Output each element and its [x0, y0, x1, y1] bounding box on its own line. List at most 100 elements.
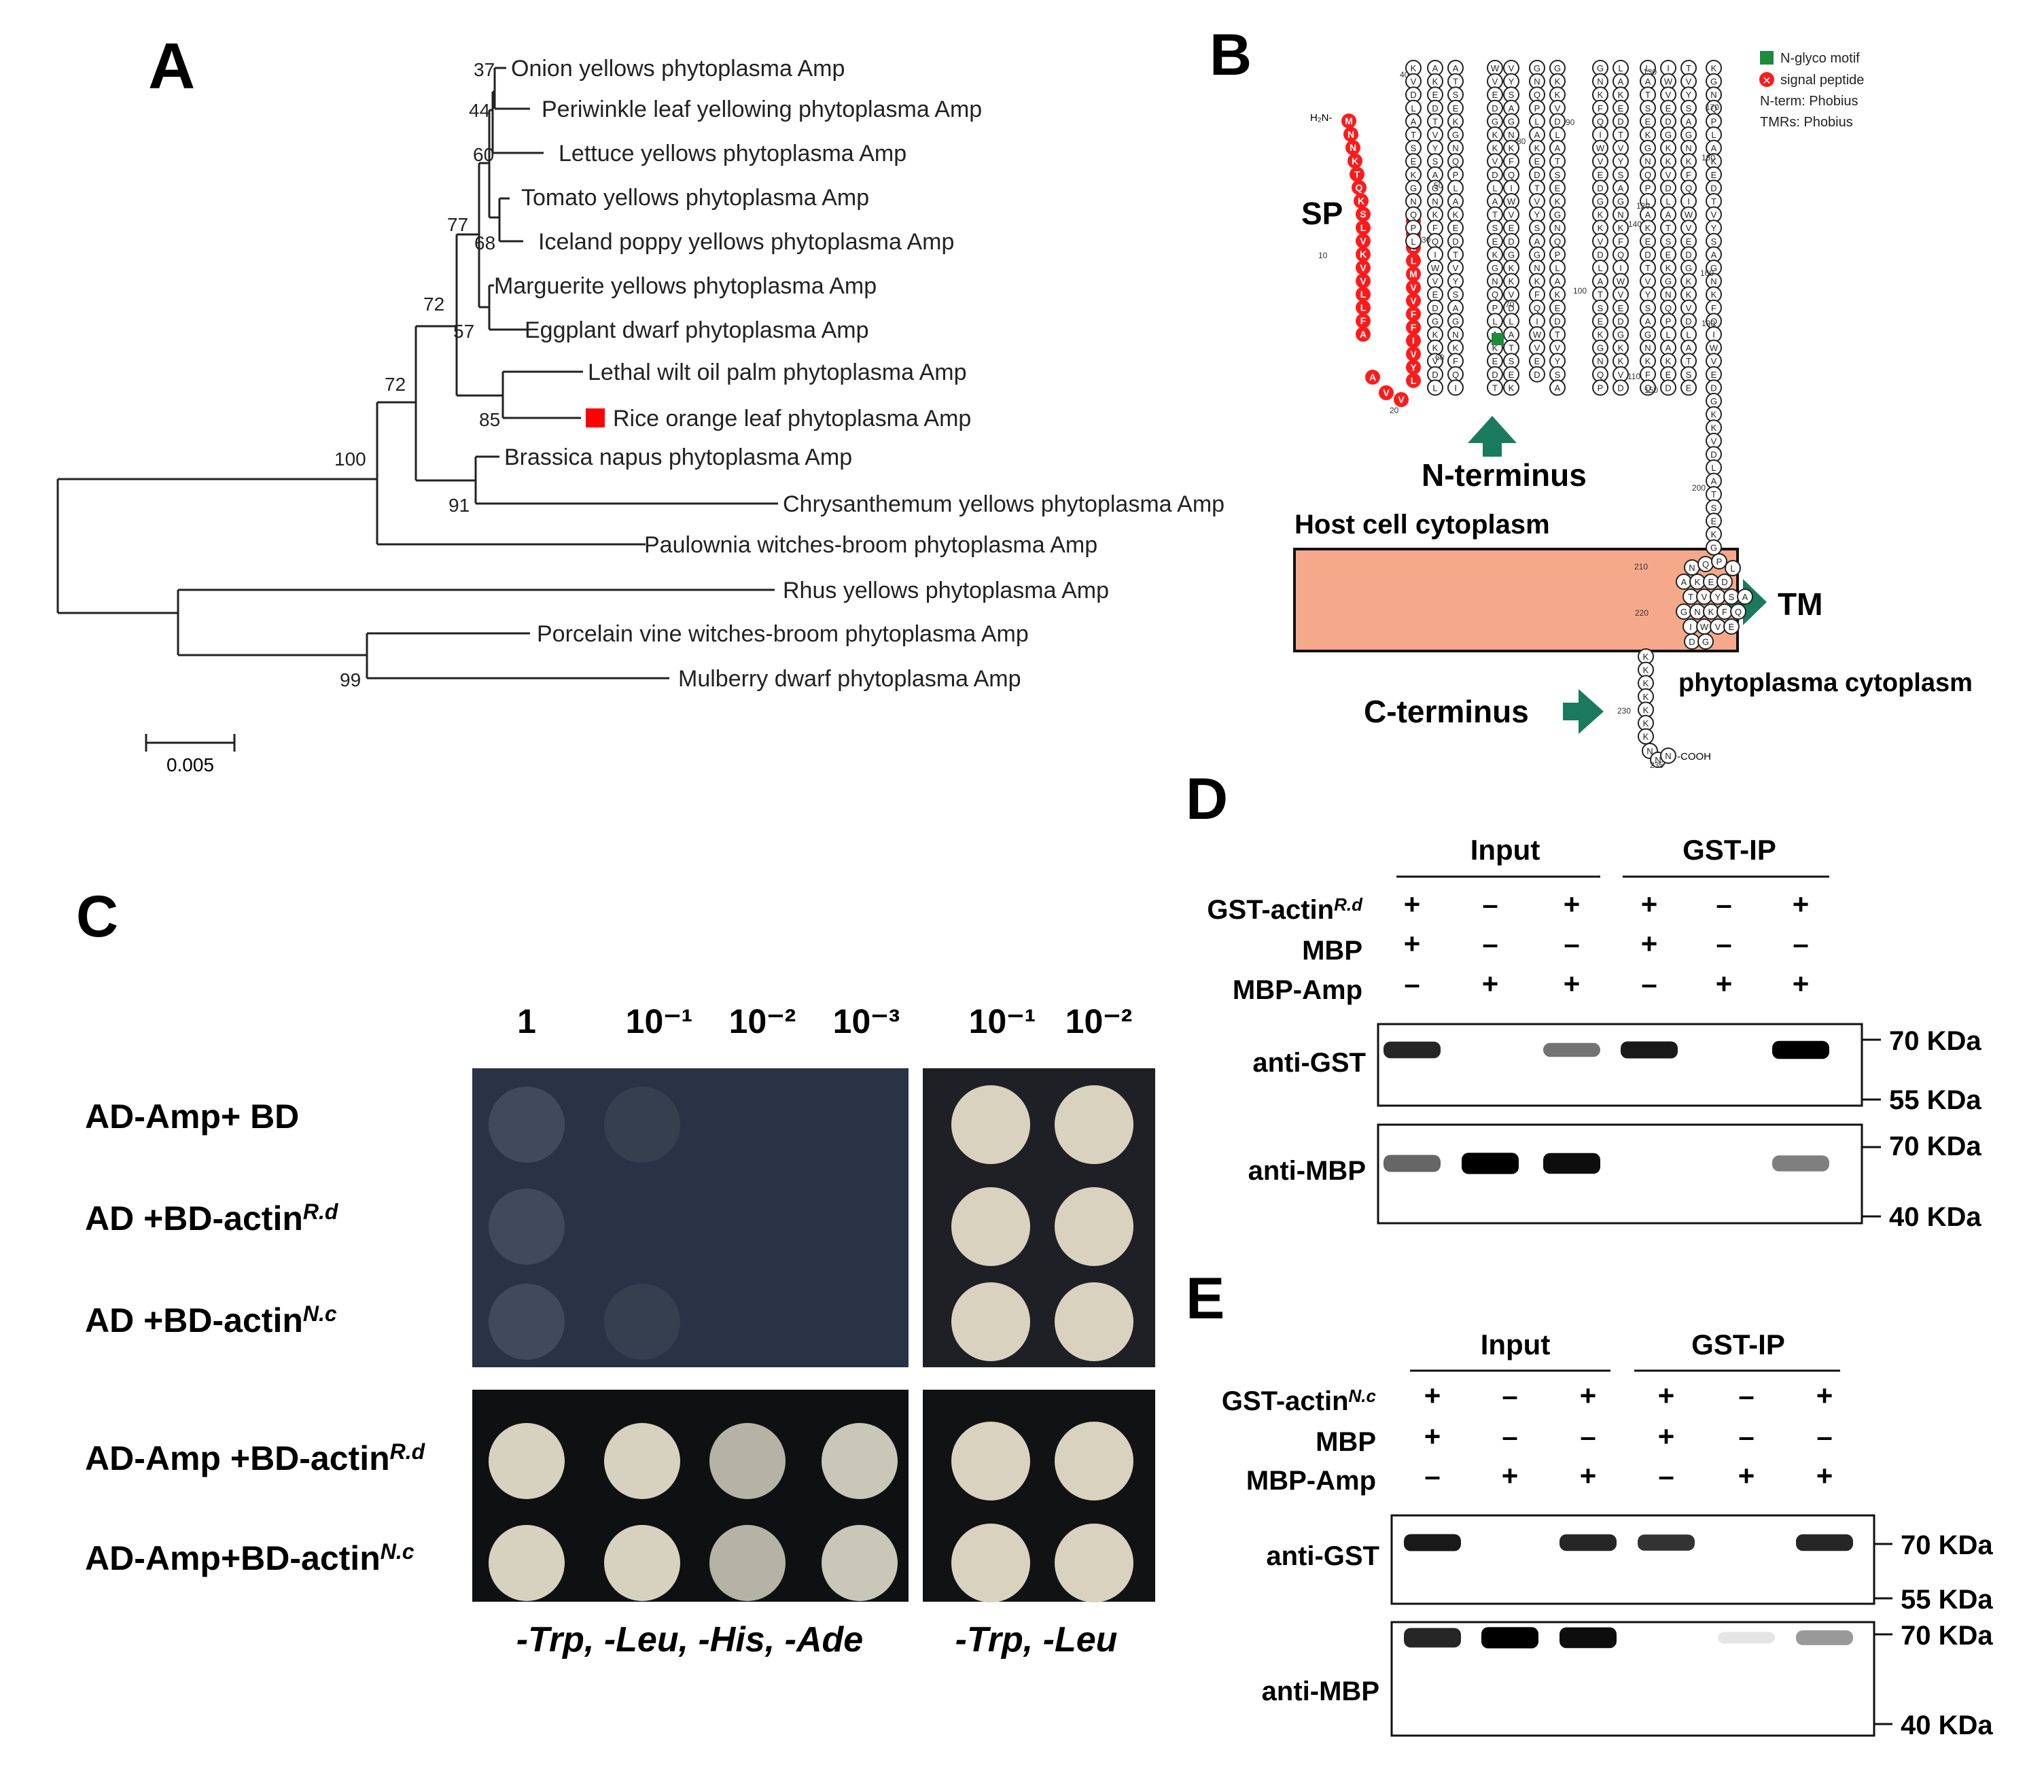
yeast-colony [951, 1085, 1030, 1164]
scale-bar-value: 0.005 [166, 754, 214, 775]
residue-letter: A [1555, 277, 1561, 287]
residue-letter: K [1432, 343, 1439, 353]
dynamic-layer: +–++–++––+–––++–+++–++–++––+–––++–++ [1384, 888, 1853, 1649]
residue-letter: I [1536, 316, 1538, 326]
residue-letter: N [1492, 277, 1498, 287]
residue-letter: K [1358, 196, 1364, 207]
residue-letter: N [1710, 277, 1716, 287]
residue-sp [1356, 220, 1371, 235]
residue [1487, 379, 1503, 396]
yeast-colony [604, 1423, 680, 1499]
yeast-colony [489, 1423, 565, 1499]
residue-letter: W [1533, 330, 1542, 340]
western-band [1543, 1042, 1600, 1057]
dilution-header: 10⁻¹ [626, 1002, 693, 1040]
residue-letter: L [1411, 256, 1417, 266]
residue-letter: F [1411, 322, 1417, 333]
residue-letter: K [1643, 678, 1649, 688]
residue-letter: S [1729, 592, 1735, 602]
residue-letter: A [1686, 116, 1692, 126]
residue-letter: V [1410, 349, 1417, 359]
blot-anti-gst [1390, 1514, 1875, 1605]
size-marker: 70 KDa [1889, 1026, 1981, 1056]
residue-letter: Q [1356, 182, 1363, 193]
residue-letter: G [1685, 263, 1692, 273]
condition-mark: – [1793, 928, 1808, 960]
size-marker: 40 KDa [1901, 1710, 1993, 1740]
residue-letter: K [1643, 692, 1649, 702]
residue-number: 150 [1644, 385, 1658, 395]
blot-anti-mbp [1390, 1621, 1875, 1737]
residue-letter: A [1645, 210, 1651, 220]
residue-letter: D [1617, 316, 1623, 326]
residue-number: 50 [1434, 181, 1443, 190]
support-value: 72 [385, 374, 406, 395]
residue-letter: W [1685, 210, 1693, 220]
residue-letter: W [1617, 277, 1625, 287]
residue-letter: D [1665, 183, 1671, 193]
n-terminus-label: N-terminus [1422, 457, 1587, 493]
residue-letter: N [1646, 746, 1653, 756]
residue-letter: G [1597, 63, 1604, 73]
taxon-label: Iceland poppy yellows phytoplasma Amp [538, 229, 954, 255]
residue-letter: N [1665, 751, 1671, 761]
residue-letter: V [1410, 295, 1417, 306]
western-band [1384, 1155, 1441, 1172]
condition-label: MBP [1302, 936, 1362, 966]
residue-letter: S [1509, 356, 1515, 366]
residue-letter: T [1618, 130, 1623, 140]
condition-mark: + [1738, 1460, 1755, 1492]
residue-letter: K [1686, 277, 1692, 287]
condition-mark: + [1580, 1380, 1597, 1411]
residue-letter: G [1554, 210, 1561, 220]
residue-letter: K [1555, 196, 1561, 207]
residue-letter: D [1685, 249, 1691, 260]
residue-letter: L [1492, 183, 1497, 193]
residue-letter: W [1596, 143, 1605, 154]
residue-letter: E [1711, 516, 1717, 526]
condition-label: GST-actinR.d [1207, 894, 1363, 925]
residue-letter: W [1507, 196, 1516, 207]
residue-letter: E [1666, 370, 1672, 380]
yeast-colony [951, 1524, 1030, 1602]
taxon-label: Chrysanthemum yellows phytoplasma Amp [783, 491, 1224, 517]
residue-letter: V [1618, 143, 1624, 154]
residue-letter: D [1554, 316, 1560, 326]
residue-letter: N [1534, 77, 1540, 87]
residue-letter: W [1700, 622, 1709, 632]
residue-letter: P [1492, 303, 1498, 313]
panel-a: A [56, 30, 1224, 775]
western-band [1772, 1155, 1829, 1172]
residue-letter: K [1555, 289, 1561, 300]
legend-cross-glyph: ✕ [1762, 75, 1771, 87]
support-value: 68 [474, 232, 495, 253]
residue-letter: N [1689, 563, 1695, 573]
yeast-colony [1055, 1282, 1133, 1361]
phytoplasma-cytoplasm-label: phytoplasma cytoplasm [1678, 669, 1973, 697]
residue [1660, 379, 1676, 396]
residue-letter: D [1432, 103, 1438, 113]
residue-sp [1356, 273, 1371, 289]
residue-letter: A [1509, 103, 1515, 113]
yeast-colony [604, 1087, 680, 1163]
residue-sp [1379, 385, 1394, 400]
residue-letter: K [1708, 607, 1714, 617]
residue-letter: K [1711, 423, 1717, 433]
residue-letter: A [1453, 303, 1459, 313]
residue-letter: E [1618, 303, 1624, 313]
group-label-gst-ip: GST-IP [1691, 1329, 1785, 1360]
residue-sp [1356, 313, 1371, 329]
h2n-label: H₂N- [1310, 112, 1332, 124]
residue-letter: Q [1534, 90, 1540, 100]
residue-letter: K [1598, 90, 1604, 100]
taxon-label: Marguerite yellows phytoplasma Amp [494, 273, 877, 299]
residue [1640, 379, 1656, 396]
residue-letter: L [1411, 236, 1415, 247]
residue-letter: S [1686, 370, 1692, 380]
residue-letter: K [1555, 90, 1561, 100]
residue-letter: G [1702, 637, 1709, 647]
residue-letter: K [1618, 343, 1624, 353]
colony-layer [489, 1085, 1133, 1602]
size-marker: 55 KDa [1889, 1085, 1981, 1115]
panel-a-label: A [148, 30, 195, 103]
